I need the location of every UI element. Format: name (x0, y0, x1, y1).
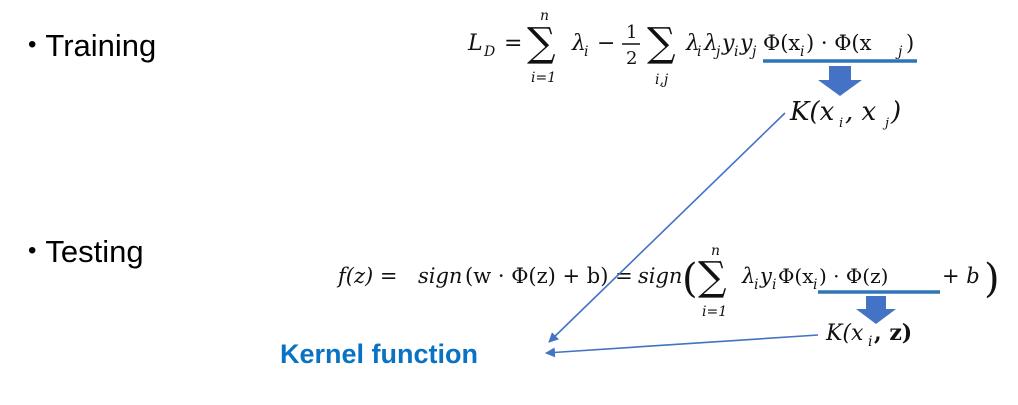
kernel-test-rest: , z) (874, 320, 912, 346)
lambda-i: λ (571, 31, 586, 56)
kernel-close: ) (890, 97, 901, 127)
testing-equation: f(z) = sign (w · Φ(z) + b) = sign ( ∑ n … (336, 243, 1000, 350)
kernel-k-testing: K(x (825, 321, 864, 346)
lambda-test-sub: i (754, 277, 758, 293)
sum1-upper: n (540, 8, 549, 24)
phi-xi-sub: i (800, 44, 804, 60)
phi-test-part1: Φ(x (778, 264, 814, 288)
minus-sign: − (597, 31, 615, 56)
big-close-paren: ) (984, 256, 1000, 302)
kernel-k-training: K(x (789, 97, 835, 127)
phi-close: ) (906, 31, 914, 55)
phi-xi: Φ(x (763, 31, 800, 55)
sum-symbol-1: ∑ (527, 20, 556, 66)
kernel-function-label: Kernel function (280, 339, 479, 369)
sign-2: sign (638, 264, 682, 288)
arrow-training-to-kernel (548, 112, 786, 343)
sum2-lower: i,j (655, 72, 669, 88)
sum1-lower: i=1 (531, 70, 556, 86)
y-j: y (739, 31, 753, 56)
bullet-training-label: Training (45, 28, 157, 63)
big-open-paren: ( (682, 256, 698, 302)
phi-xj-sub: j (895, 44, 903, 60)
lhs-sub-D: D (483, 44, 495, 60)
lambda-test: λ (741, 264, 755, 288)
equals-sign: = (504, 31, 522, 56)
y-test: y (759, 264, 773, 288)
kernel-test-sub: i (868, 334, 872, 350)
arrow-line-icon (545, 112, 819, 358)
phi-test-sub: i (813, 277, 817, 293)
kernel-sub-j: j (882, 116, 889, 131)
sum3-lower: i=1 (702, 304, 727, 320)
sign-1-args: (w · Φ(z) + b) = (465, 264, 633, 288)
sum-symbol-2: ∑ (647, 20, 676, 66)
plus-b: + b (942, 264, 980, 288)
lambda-sub-i: i (584, 44, 588, 60)
phi-test-part2: ) · Φ(z) (819, 264, 888, 288)
sum3-upper: n (711, 243, 720, 259)
lambda-j: λ (703, 31, 718, 56)
phi-mid: ) · Φ(x (806, 31, 872, 55)
f-of-z: f(z) = (336, 264, 398, 288)
bullet-testing-label: Testing (45, 234, 144, 269)
kernel-sub-i: i (839, 116, 843, 131)
down-arrow-icon (856, 296, 896, 324)
down-arrow-icon (818, 66, 862, 96)
fraction-numerator: 1 (626, 22, 637, 43)
training-equation: L D = ∑ n i=1 λ i − 1 2 ∑ i,j λ i λ j y … (467, 8, 917, 131)
bullet-dot: • (28, 31, 37, 58)
arrow-testing-to-kernel (545, 334, 819, 358)
bullet-dot: • (28, 237, 37, 264)
sum-symbol-3: ∑ (698, 254, 727, 300)
bullet-testing: • Testing (28, 236, 144, 267)
lhs-L: L (467, 31, 483, 56)
y-j-sub: j (749, 44, 757, 60)
lambda-j-sub: j (713, 44, 721, 60)
y-i-sub: i (734, 44, 738, 60)
y-i: y (721, 31, 735, 56)
fraction-denominator: 2 (626, 48, 637, 69)
lambda-i-2: λ (685, 31, 700, 56)
y-test-sub: i (772, 277, 776, 293)
lambda-i-2-sub: i (697, 44, 701, 60)
bullet-training: • Training (28, 30, 156, 61)
kernel-comma-x: , x (845, 97, 877, 127)
sign-1: sign (418, 264, 462, 288)
